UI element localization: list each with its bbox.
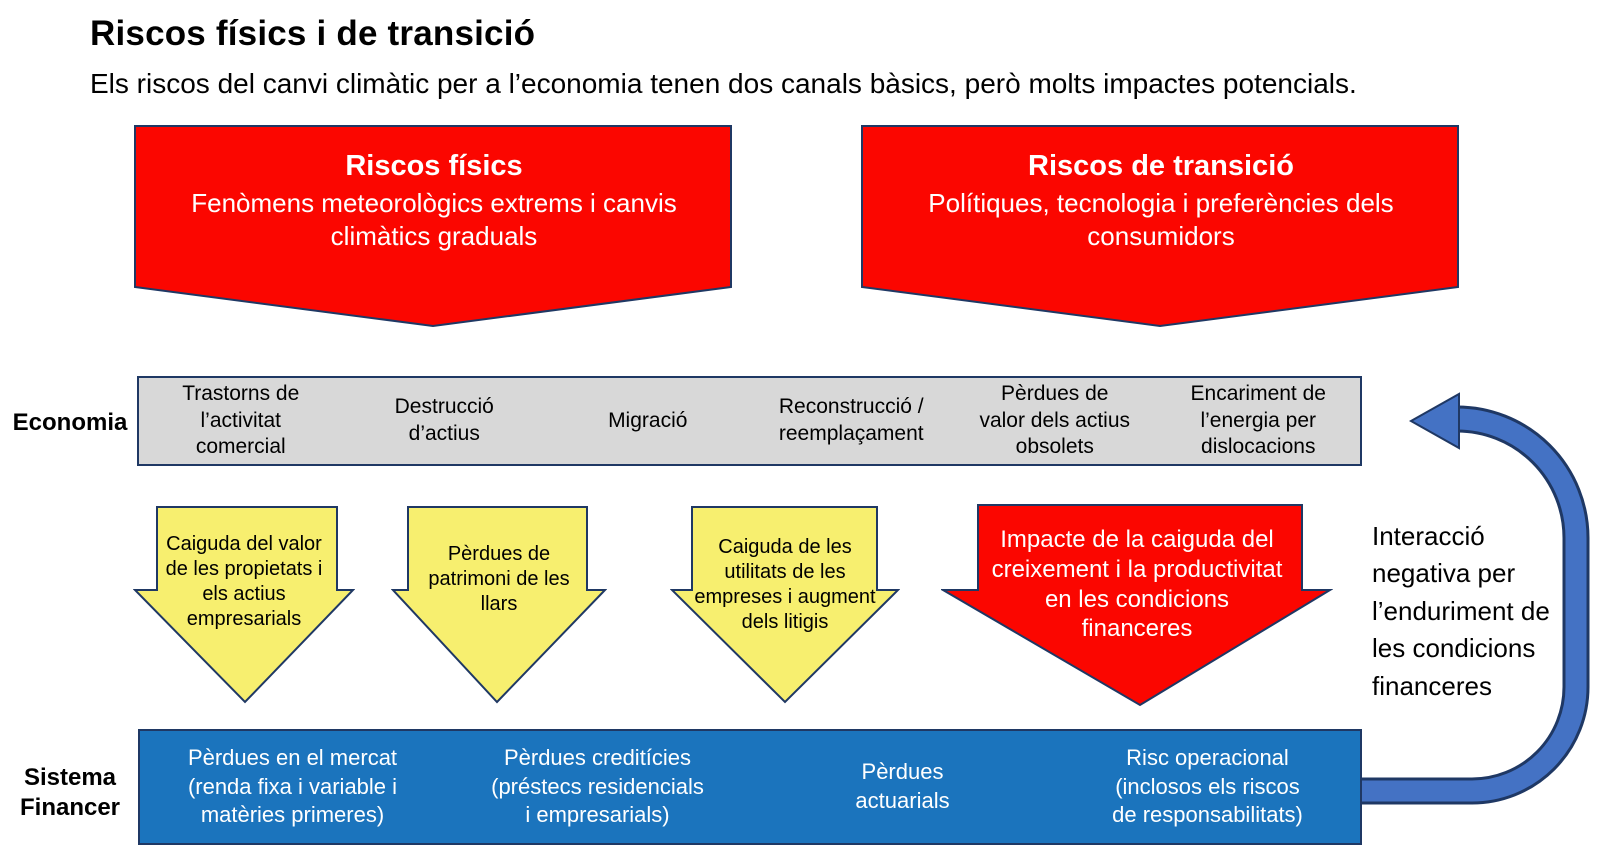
economy-label: Economia bbox=[12, 409, 128, 436]
down-arrow-property-values-shape bbox=[133, 506, 355, 704]
economy-impact-commercial-activity: Trastorns de l’activitat comercial bbox=[182, 381, 300, 459]
down-arrow-household-wealth-shape bbox=[391, 506, 607, 704]
down-arrow-growth-impact-shape bbox=[941, 504, 1333, 707]
feedback-arrowhead-icon bbox=[1408, 392, 1460, 450]
financial-impact-actuarial-losses: Pèrdues actuarials bbox=[855, 759, 950, 813]
economy-impact-asset-destruction: Destrucció d’actius bbox=[394, 395, 494, 445]
transition-risks-banner-shape bbox=[861, 125, 1459, 328]
physical-risks-description: Fenòmens meteorològics extrems i canvis … bbox=[191, 188, 677, 252]
economy-impact-migration: Migració bbox=[608, 408, 688, 432]
economy-bar: Trastorns de l’activitat comercial Destr… bbox=[137, 376, 1362, 466]
financial-impact-operational-risk: Risc operacional (inclosos els riscos de… bbox=[1112, 745, 1303, 828]
transition-risks-title: Riscos de transició bbox=[1028, 150, 1294, 182]
transition-risks-description: Polítiques, tecnologia i preferències de… bbox=[928, 188, 1394, 252]
economy-impact-obsolete-assets: Pèrdues de valor dels actius obsolets bbox=[979, 381, 1131, 459]
financial-impact-credit-losses: Pèrdues creditícies (préstecs residencia… bbox=[491, 745, 704, 828]
down-arrow-household-wealth: Pèrdues de patrimoni de les llars bbox=[428, 543, 570, 615]
feedback-curved-arrow bbox=[1362, 392, 1590, 805]
financial-impact-market-losses: Pèrdues en el mercat (renda fixa i varia… bbox=[187, 745, 398, 828]
economy-impact-reconstruction: Reconstrucció / reemplaçament bbox=[778, 395, 924, 445]
transition-risks-banner: Riscos de transició Polítiques, tecnolog… bbox=[860, 150, 1462, 253]
page-title: Riscos físics i de transició bbox=[90, 14, 536, 53]
financial-system-label: Sistema Financer bbox=[19, 764, 121, 821]
down-arrow-property-values: Caiguda del valor de les propietats i el… bbox=[165, 533, 323, 630]
down-arrow-corporate-profits-shape bbox=[670, 506, 900, 704]
physical-risks-title: Riscos físics bbox=[345, 150, 523, 182]
down-arrow-growth-impact: Impacte de la caiguda del creixement i l… bbox=[991, 526, 1283, 643]
physical-risks-banner-shape bbox=[134, 125, 732, 328]
down-arrow-corporate-profits: Caiguda de les utilitats de les empreses… bbox=[694, 536, 876, 633]
page-subtitle: Els riscos del canvi climàtic per a l’ec… bbox=[90, 68, 1357, 99]
physical-risks-banner: Riscos físics Fenòmens meteorològics ext… bbox=[133, 150, 735, 253]
economy-impact-energy-cost: Encariment de l’energia per dislocacions bbox=[1190, 381, 1326, 459]
interaction-note: Interacció negativa per l’enduriment de … bbox=[1372, 521, 1550, 701]
financial-system-bar: Pèrdues en el mercat (renda fixa i varia… bbox=[138, 729, 1362, 845]
